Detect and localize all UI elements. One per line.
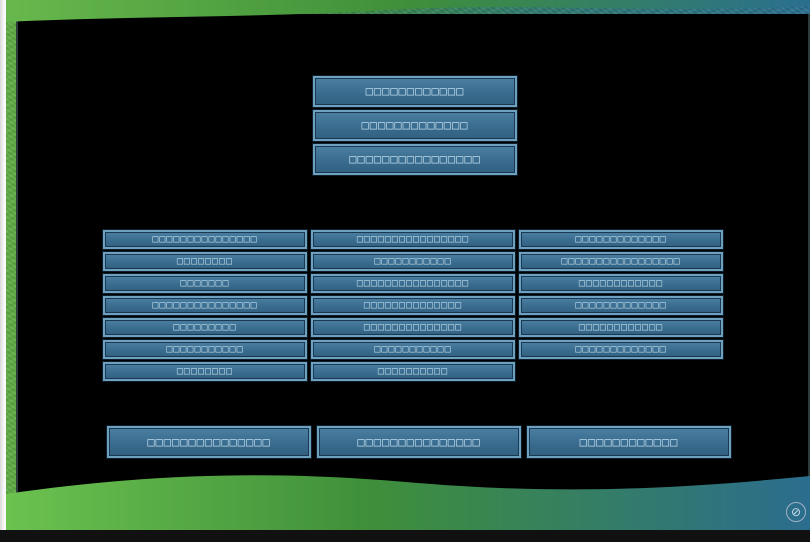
grid-option-c1-r6[interactable]: □□□□□□□□□□□ <box>103 340 307 359</box>
grid-option-c2-r2[interactable]: □□□□□□□□□□□ <box>311 252 515 271</box>
grid-option-c2-r6[interactable]: □□□□□□□□□□□ <box>311 340 515 359</box>
window-left-edge <box>0 0 10 542</box>
grid-option-c2-r5[interactable]: □□□□□□□□□□□□□□ <box>311 318 515 337</box>
grid-option-c3-r2[interactable]: □□□□□□□□□□□□□□□□□ <box>519 252 723 271</box>
top-menu-button-2[interactable]: □□□□□□□□□□□□□ <box>313 110 517 141</box>
grid-option-c3-r1[interactable]: □□□□□□□□□□□□□ <box>519 230 723 249</box>
grid-option-c2-r4[interactable]: □□□□□□□□□□□□□□ <box>311 296 515 315</box>
top-menu-button-1[interactable]: □□□□□□□□□□□□ <box>313 76 517 107</box>
bottom-menu-button-3[interactable]: □□□□□□□□□□□□ <box>527 426 731 458</box>
grid-option-c1-r7[interactable]: □□□□□□□□ <box>103 362 307 381</box>
grid-option-c3-r4[interactable]: □□□□□□□□□□□□□ <box>519 296 723 315</box>
top-wave-decoration <box>6 0 810 22</box>
resize-grip-icon[interactable]: ⊘ <box>786 502 806 522</box>
bottom-wave-decoration <box>6 475 810 530</box>
grid-option-c3-r3[interactable]: □□□□□□□□□□□□ <box>519 274 723 293</box>
grid-option-c2-r1[interactable]: □□□□□□□□□□□□□□□□ <box>311 230 515 249</box>
grid-option-c3-r6[interactable]: □□□□□□□□□□□□□ <box>519 340 723 359</box>
grid-option-c2-r7[interactable]: □□□□□□□□□□ <box>311 362 515 381</box>
grid-option-c1-r5[interactable]: □□□□□□□□□ <box>103 318 307 337</box>
bottom-menu-button-2[interactable]: □□□□□□□□□□□□□□□ <box>317 426 521 458</box>
grid-option-c3-r5[interactable]: □□□□□□□□□□□□ <box>519 318 723 337</box>
grid-option-c1-r4[interactable]: □□□□□□□□□□□□□□□ <box>103 296 307 315</box>
bottom-menu-button-1[interactable]: □□□□□□□□□□□□□□□ <box>107 426 311 458</box>
grid-option-c1-r1[interactable]: □□□□□□□□□□□□□□□ <box>103 230 307 249</box>
grid-option-c1-r3[interactable]: □□□□□□□ <box>103 274 307 293</box>
top-menu-button-3[interactable]: □□□□□□□□□□□□□□□□ <box>313 144 517 175</box>
grid-option-c2-r3[interactable]: □□□□□□□□□□□□□□□□ <box>311 274 515 293</box>
grid-option-c1-r2[interactable]: □□□□□□□□ <box>103 252 307 271</box>
taskbar-strip <box>0 530 810 542</box>
